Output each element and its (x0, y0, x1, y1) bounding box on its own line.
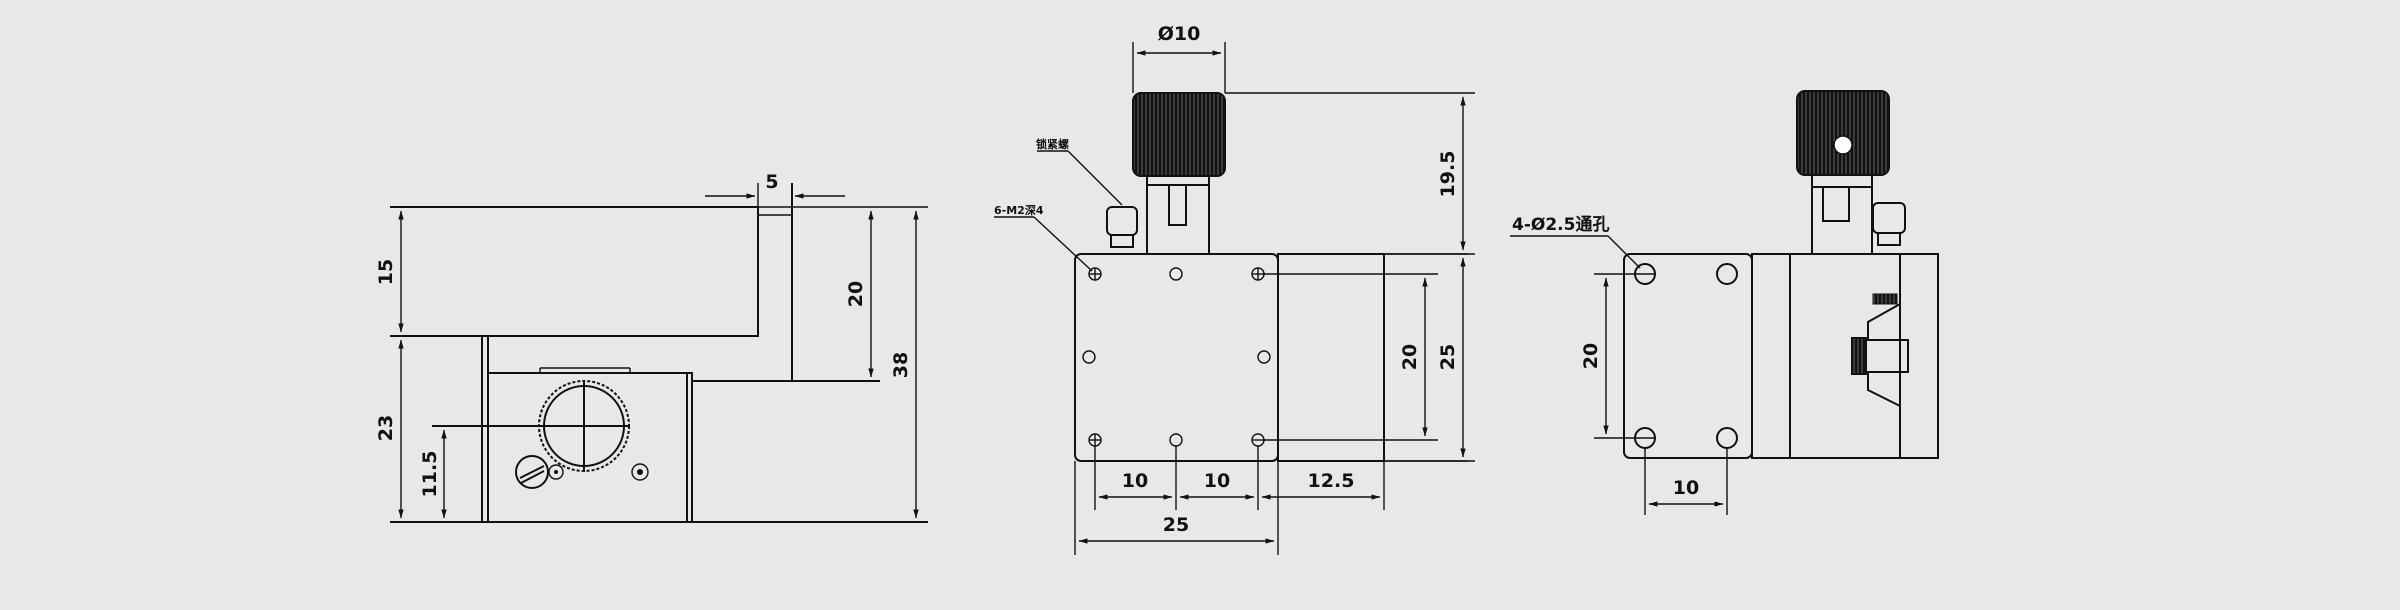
side-view-outline (390, 183, 928, 523)
dim-knob-height: 19.5 (1437, 151, 1459, 198)
end-view-dimensions: 20 10 (1580, 273, 1728, 515)
side-view: 5 15 23 11.5 20 38 (375, 171, 928, 523)
through-holes-label: 4-Ø2.5通孔 (1512, 215, 1609, 235)
dim-knob-diameter: Ø10 (1158, 23, 1201, 45)
end-view-outline (1623, 90, 1939, 459)
dim-end-hole-span: 20 (1580, 343, 1602, 369)
dim-side-top-width: 5 (765, 171, 778, 193)
mounting-hole-icon (1082, 267, 1271, 447)
front-view-dimensions: Ø10 19.5 20 25 10 10 12. (1074, 23, 1475, 555)
end-view-annotations: 4-Ø2.5通孔 (1510, 215, 1641, 269)
dim-end-hole-pitch: 10 (1673, 477, 1699, 499)
adjustment-knob-icon (1132, 92, 1226, 177)
dim-side-center-height: 11.5 (419, 451, 441, 498)
end-view: 20 10 4-Ø2.5通孔 (1510, 90, 1939, 515)
dim-front-hole-span: 20 (1399, 344, 1421, 370)
dim-front-pitch-1: 10 (1122, 470, 1148, 492)
dim-side-total: 38 (890, 352, 912, 378)
through-hole-icon (1634, 263, 1738, 449)
dim-front-offset: 12.5 (1308, 470, 1355, 492)
dim-front-width: 25 (1163, 514, 1189, 536)
front-view-outline (1074, 92, 1468, 462)
end-knob-icon (1796, 90, 1890, 176)
front-view-annotations: 锁紧螺 6-M2深4 (994, 137, 1123, 272)
dim-front-height: 25 (1437, 344, 1459, 370)
dim-side-right-short: 20 (845, 281, 867, 307)
dim-front-pitch-2: 10 (1204, 470, 1230, 492)
dim-side-lower-height: 23 (375, 415, 397, 441)
dim-side-upper-height: 15 (375, 259, 397, 285)
side-view-dimensions: 5 15 23 11.5 20 38 (375, 171, 919, 519)
front-view: Ø10 19.5 20 25 10 10 12. (994, 23, 1475, 555)
locking-screw-label: 锁紧螺 (1036, 137, 1069, 151)
mounting-holes-label: 6-M2深4 (994, 203, 1044, 217)
